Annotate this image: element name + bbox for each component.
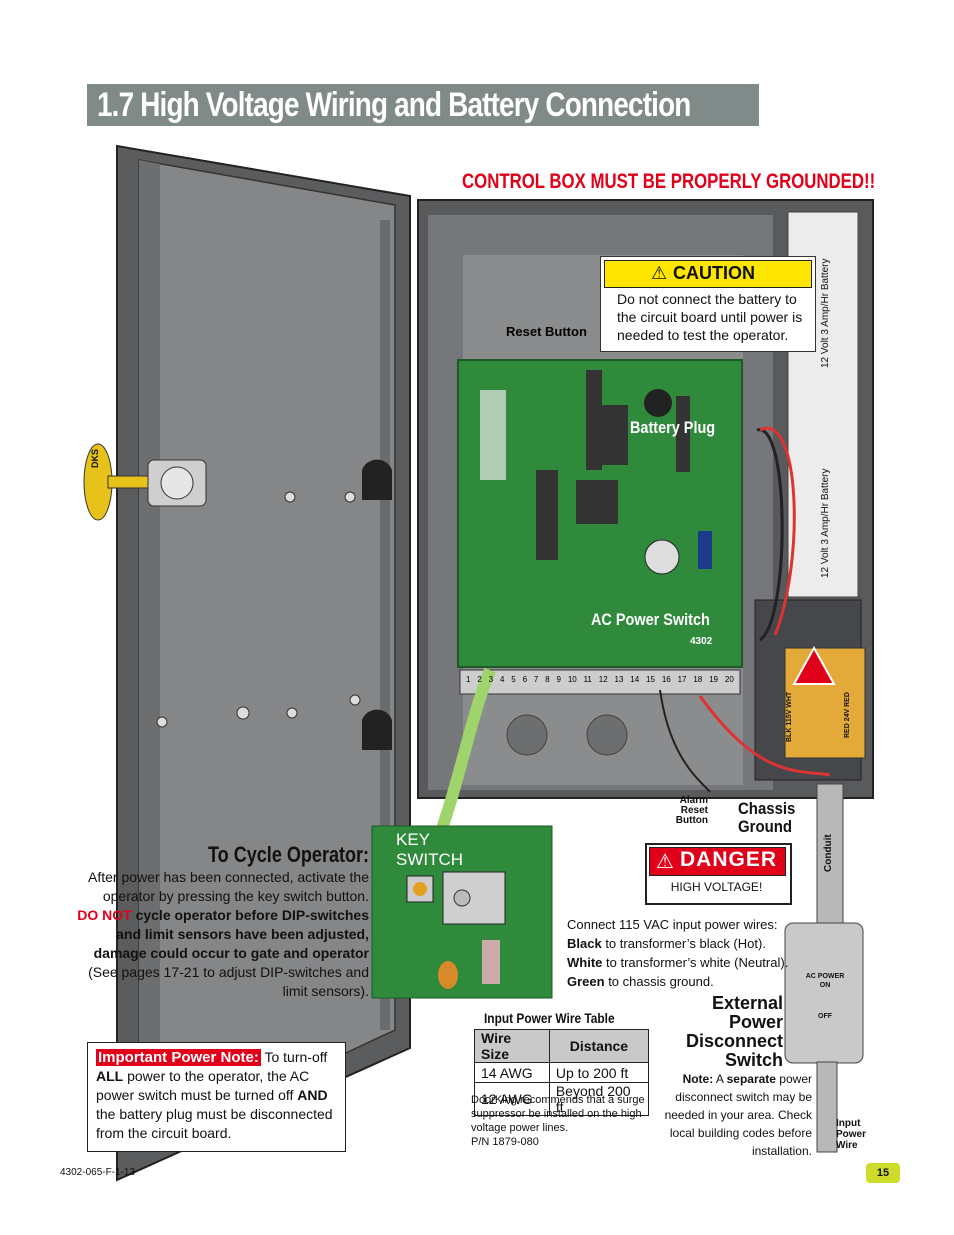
cable-clamp (362, 709, 392, 750)
door-hinge (380, 220, 390, 1030)
table-row: Wire Size Distance (474, 1029, 650, 1063)
power-note-text: Important Power Note: To turn-off ALL po… (96, 1049, 333, 1141)
battery-label-1: 12 Volt 3 Amp/Hr Battery (820, 258, 831, 369)
board-model: 4302 (690, 636, 713, 647)
chassis-ground-label: Chassis Ground (738, 799, 796, 836)
disconnect-switch-labels: AC POWER ON OFF (805, 973, 845, 1020)
power-note-heading: Important Power Note: (96, 1049, 261, 1066)
danger-text: HIGH VOLTAGE! (670, 880, 763, 894)
cycle-operator-heading: To Cycle Operator: (208, 842, 370, 867)
ac-power-switch-label: AC Power Switch (591, 610, 710, 629)
title-bar (87, 84, 759, 126)
key-switch-label: KEY SWITCH (396, 830, 464, 869)
ground-warning: CONTROL BOX MUST BE PROPERLY GROUNDED!! (462, 170, 876, 193)
conduit-pipe (816, 783, 844, 925)
power-note-box: Important Power Note: To turn-off ALL po… (87, 1042, 346, 1152)
key-blade (107, 475, 149, 489)
page-title: 1.7 High Voltage Wiring and Battery Conn… (97, 86, 691, 124)
conduit-label: Conduit (823, 834, 834, 872)
battery-plug-label: Battery Plug (630, 418, 716, 437)
suppressor-note: DoorKing recommends that a surge suppres… (471, 1094, 645, 1148)
caution-text: Do not connect the battery to the circui… (617, 291, 803, 343)
input-power-wire-label: Input Power Wire (836, 1118, 867, 1151)
caution-box: ⚠ CAUTION Do not connect the battery to … (600, 256, 816, 352)
table-row: 12 AWG Beyond 200 ft (474, 1082, 650, 1116)
ac-power-switch-knob (644, 539, 680, 575)
warning-icon (792, 645, 836, 685)
key-switch-arrow (430, 667, 496, 849)
transformer (784, 647, 866, 759)
lock-cylinder (160, 466, 194, 500)
alarm-reset-label: Alarm Reset Button (675, 795, 708, 826)
cable-clamp (362, 459, 392, 500)
danger-box: ⚠ DANGER HIGH VOLTAGE! (645, 843, 792, 905)
warning-icon: ⚠ (656, 851, 674, 873)
input-conduit (816, 1061, 838, 1153)
page-number: 15 (866, 1163, 900, 1183)
key-brand: DKS (90, 448, 100, 468)
table-row: 14 AWG Up to 200 ft (474, 1062, 650, 1083)
warning-icon: ⚠ (651, 263, 668, 283)
cycle-operator-text: After power has been connected, activate… (77, 869, 369, 999)
door-inner (138, 159, 396, 1152)
transformer-label-left: BLK 115V WHT (786, 691, 793, 742)
disconnect-heading: External Power Disconnect Switch (685, 993, 783, 1070)
caution-header: ⚠ CAUTION (604, 260, 812, 288)
wire-table-title: Input Power Wire Table (484, 1010, 615, 1026)
connect-instructions: Connect 115 VAC input power wires: Black… (567, 917, 789, 989)
reset-button-label: Reset Button (506, 324, 587, 339)
door-edge (139, 160, 160, 1150)
transformer-label-right: RED 24V RED (844, 692, 851, 738)
battery-label-2: 12 Volt 3 Amp/Hr Battery (820, 468, 831, 579)
terminal-strip (459, 669, 741, 695)
disconnect-note: Note: A separate power disconnect switch… (664, 1072, 812, 1158)
wire-table: Wire Size Distance 14 AWG Up to 200 ft 1… (474, 1029, 650, 1116)
buzzer (644, 389, 672, 417)
key-switch-button (413, 882, 427, 896)
danger-header: ⚠ DANGER (649, 847, 786, 876)
doc-number: 4302-065-F-1-13 (60, 1167, 136, 1178)
